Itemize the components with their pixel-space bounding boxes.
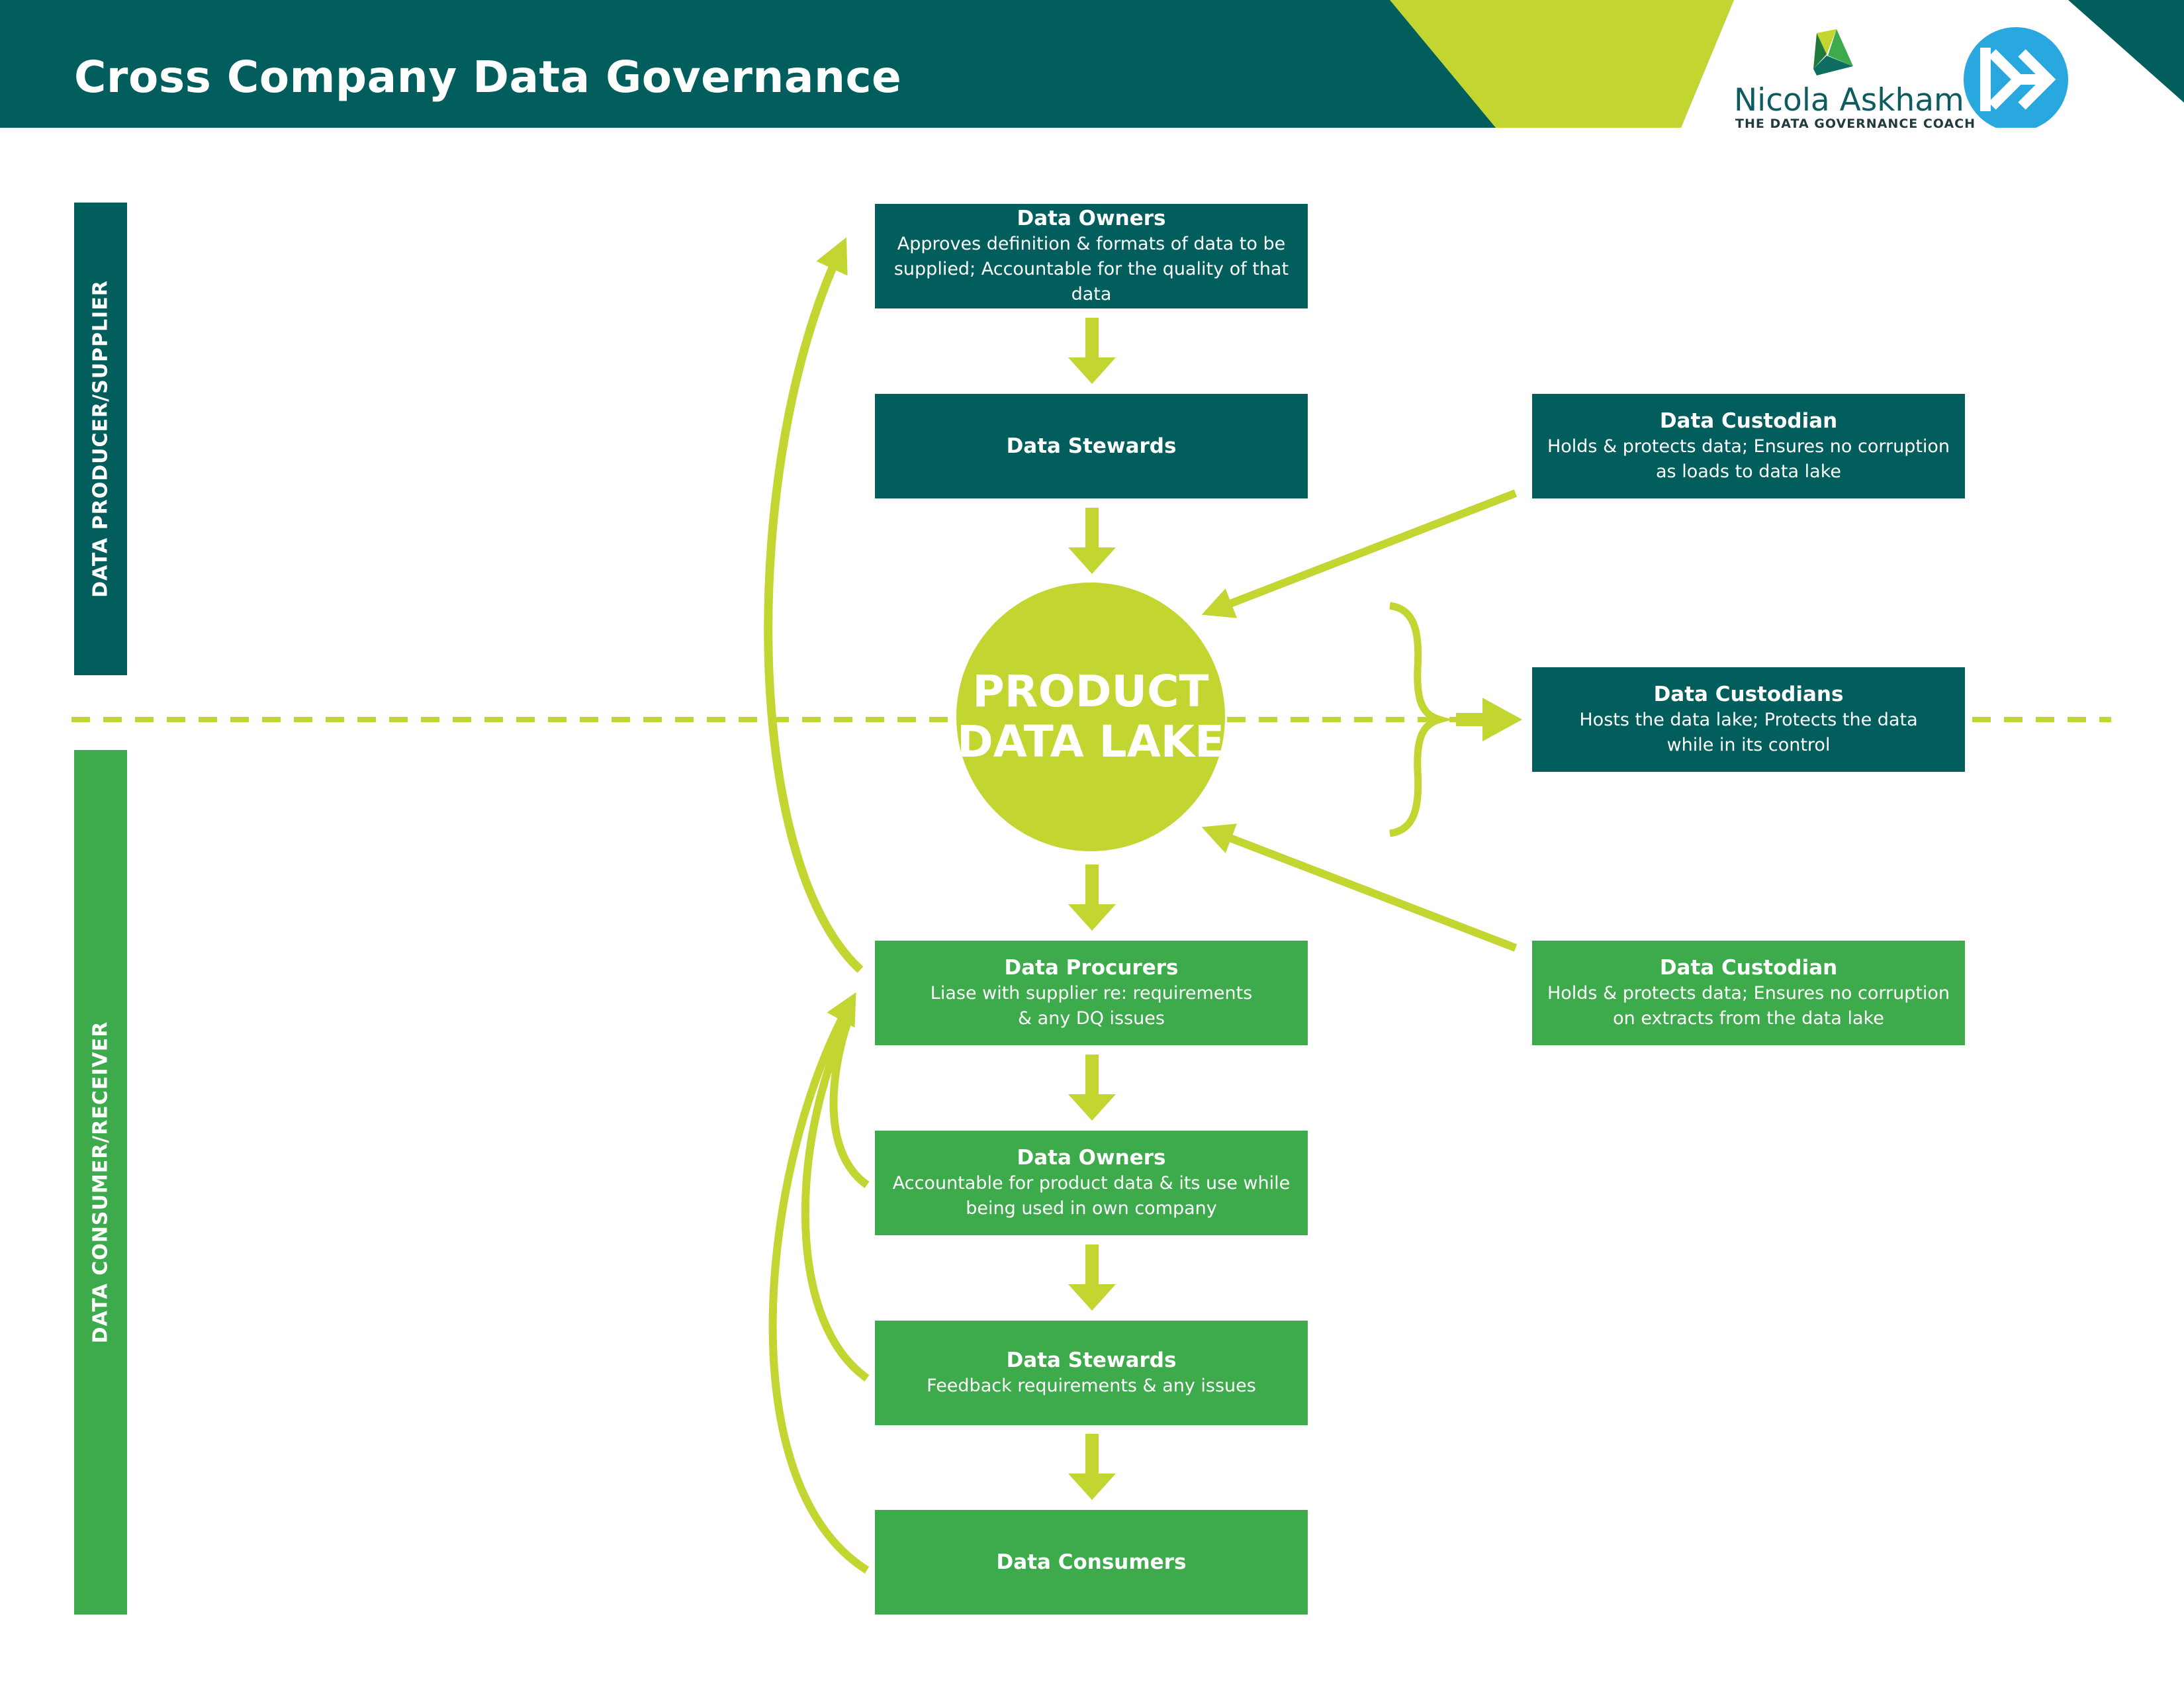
curly-brace: [1388, 602, 1453, 837]
box-title: Data Custodian: [1659, 409, 1838, 433]
arrow-stewards-to-lake: [1068, 508, 1116, 574]
logo-green-facet: [1828, 29, 1853, 66]
box-desc: Accountable for product data & its use w…: [892, 1173, 1291, 1194]
arrow-owners-to-stewards-consumer: [1068, 1244, 1116, 1311]
box-desc: Liase with supplier re: requirements: [930, 983, 1253, 1004]
box-title: Data Owners: [1017, 207, 1166, 230]
consumer-data-consumers-box: Data Consumers: [875, 1510, 1308, 1615]
arrow-custodian-top-to-lake: [1201, 489, 1518, 618]
box-desc: Hosts the data lake; Protects the data: [1579, 710, 1918, 730]
producer-data-owners-box: Data Owners Approves definition & format…: [875, 204, 1308, 308]
box-title: Data Owners: [1017, 1146, 1166, 1170]
consumer-data-stewards-box: Data Stewards Feedback requirements & an…: [875, 1321, 1308, 1425]
consumer-data-procurers-box: Data Procurers Liase with supplier re: r…: [875, 941, 1308, 1045]
lime-slant-shape: [1390, 0, 1734, 128]
partner-logo-icon: [1964, 27, 2068, 128]
box-desc: being used in own company: [966, 1198, 1217, 1219]
producer-data-stewards-box: Data Stewards: [875, 394, 1308, 498]
consumer-sidebar: DATA CONSUMER/RECEIVER: [74, 750, 127, 1615]
box-desc: on extracts from the data lake: [1613, 1008, 1884, 1029]
box-desc: Holds & protects data; Ensures no corrup…: [1547, 436, 1950, 457]
box-title: Data Custodian: [1659, 956, 1838, 980]
box-desc: supplied; Accountable for the quality of…: [893, 259, 1289, 305]
product-data-lake: PRODUCT DATA LAKE: [956, 583, 1225, 851]
box-desc: Approves definition & formats of data to…: [897, 234, 1286, 254]
arrow-custodian-bottom-to-lake: [1201, 823, 1518, 952]
box-title: Data Stewards: [1006, 434, 1177, 458]
box-desc: Feedback requirements & any issues: [927, 1376, 1256, 1396]
consumer-data-owners-box: Data Owners Accountable for product data…: [875, 1131, 1308, 1235]
producer-sidebar: DATA PRODUCER/SUPPLIER: [74, 203, 127, 675]
box-desc: as loads to data lake: [1656, 461, 1841, 482]
custodians-middle-box: Data Custodians Hosts the data lake; Pro…: [1532, 667, 1965, 772]
arrow-stewards-feedback: [801, 1014, 870, 1382]
custodian-bottom-box: Data Custodian Holds & protects data; En…: [1532, 941, 1965, 1045]
arrow-procurers-to-owners: [1068, 1055, 1116, 1121]
box-title: Data Procurers: [1004, 956, 1179, 980]
custodian-top-box: Data Custodian Holds & protects data; En…: [1532, 394, 1965, 498]
nicola-askham-logo-mark: [1813, 29, 1853, 75]
page-title: Cross Company Data Governance: [74, 52, 902, 103]
box-title: Data Consumers: [996, 1550, 1187, 1574]
arrow-consumers-feedback: [768, 992, 870, 1574]
box-title: Data Custodians: [1653, 682, 1844, 706]
lake-line2: DATA LAKE: [956, 716, 1225, 767]
arrow-owners-to-stewards: [1068, 318, 1116, 384]
logo-teal-facet: [1813, 56, 1853, 75]
lake-line1: PRODUCT: [972, 666, 1209, 717]
box-desc: & any DQ issues: [1018, 1008, 1165, 1029]
logo-stroke-chevron2: [2018, 49, 2056, 110]
logo-dark-facet: [1813, 33, 1827, 69]
arrow-procurers-to-producer-owners: [764, 237, 864, 973]
box-title: Data Stewards: [1006, 1348, 1177, 1372]
arrow-stewards-to-consumers: [1068, 1434, 1116, 1500]
arrow-brace-to-custodians: [1456, 698, 1522, 741]
logo-name: Nicola Askham: [1734, 82, 1964, 118]
arrow-lake-to-procurers: [1068, 865, 1116, 931]
box-desc: while in its control: [1666, 735, 1831, 755]
logo-tagline: THE DATA GOVERNANCE COACH: [1735, 117, 1976, 131]
box-desc: Holds & protects data; Ensures no corrup…: [1547, 983, 1950, 1004]
logo-lime-facet: [1817, 29, 1837, 54]
